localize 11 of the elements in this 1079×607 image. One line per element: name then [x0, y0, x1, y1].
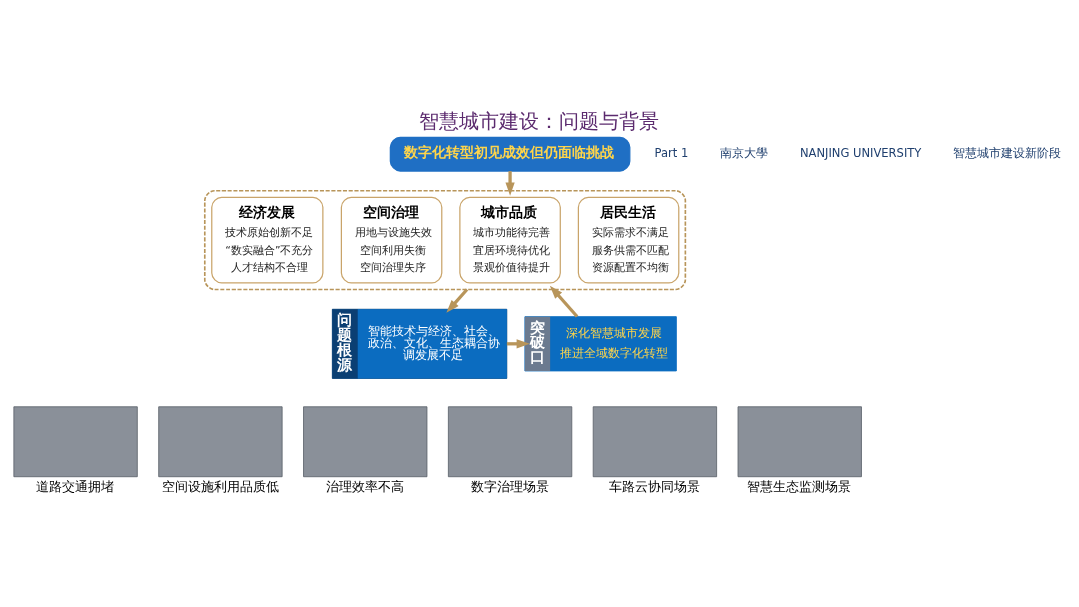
diagram-title: 智慧城市建设：问题与背景: [419, 110, 660, 134]
label: 南京大學: [719, 146, 768, 161]
node-label: 空间设施利用品质低: [161, 478, 279, 494]
label: Part 1: [654, 146, 689, 161]
label: NANJING UNIVERSITY: [799, 146, 922, 161]
label: 智慧城市建设新阶段: [953, 146, 1062, 161]
node-label: 智慧生态监测场景: [747, 478, 852, 494]
node-label: 道路交通拥堵: [36, 478, 115, 494]
node-label: 治理效率不高: [326, 478, 405, 494]
node-label: 车路云协同场景: [609, 478, 701, 494]
node-label: 数字治理场景: [470, 478, 549, 494]
